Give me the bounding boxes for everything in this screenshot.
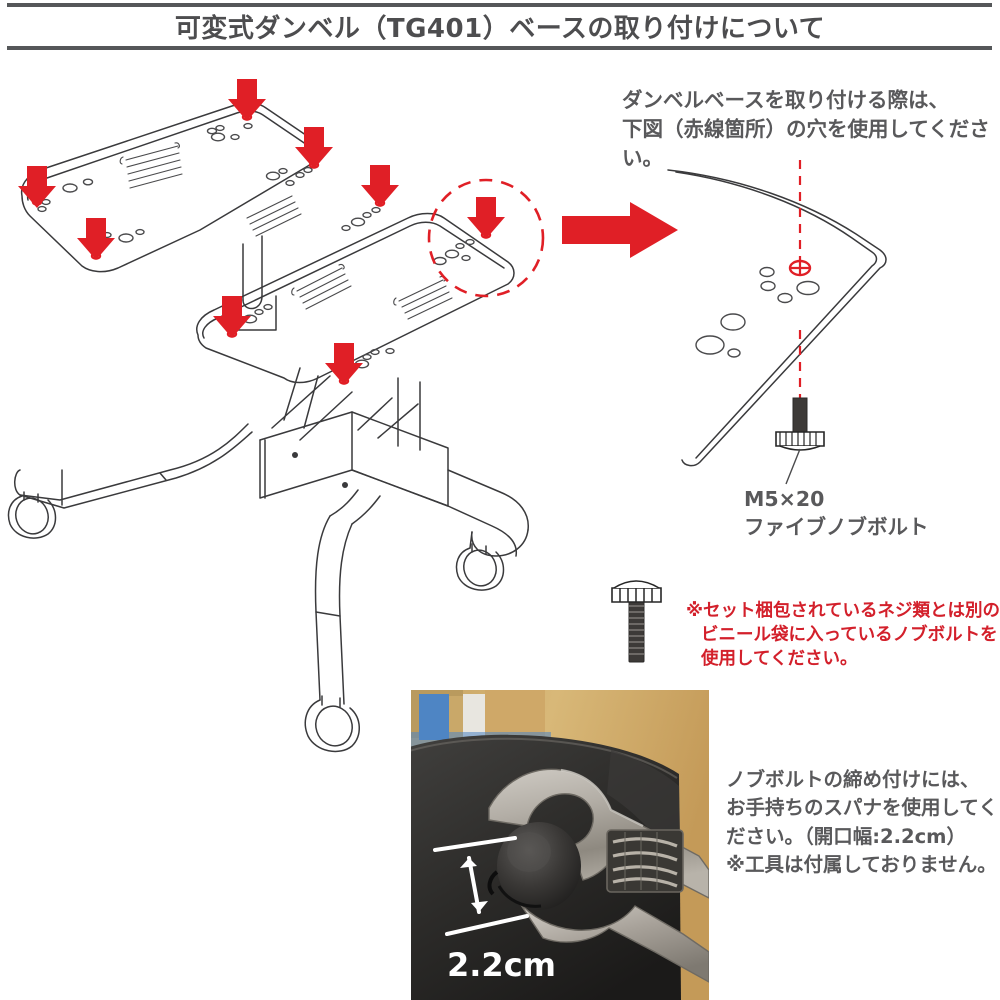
red-down-arrow-icon	[295, 127, 333, 169]
page-title: 可変式ダンベル（TG401）ベースの取り付けについて	[174, 14, 826, 44]
red-down-arrow-icon	[228, 79, 266, 121]
red-dashed-callout-circle	[427, 178, 545, 298]
red-down-arrow-icon	[325, 343, 363, 385]
red-down-arrow-icon	[467, 197, 505, 239]
lower-pad-marked-holes	[226, 199, 492, 385]
knob-bolt-icon	[611, 580, 662, 663]
bolt-spec-label: M5×20 ファイブノブボルト	[744, 487, 929, 539]
wrench-photo: 2.2cm	[411, 690, 709, 1000]
red-down-arrow-icon	[361, 165, 399, 207]
detail-pad-view	[667, 169, 887, 467]
upper-pad-slots	[119, 142, 183, 189]
caster-wheels	[7, 491, 505, 753]
photo-dimension-label: 2.2cm	[447, 946, 556, 984]
red-down-arrow-icon	[18, 166, 56, 208]
upper-pad	[20, 102, 323, 273]
red-down-arrow-icon	[213, 296, 251, 338]
detail-pad-holes	[695, 266, 820, 358]
red-down-arrows	[18, 79, 505, 385]
red-down-arrow-icon	[77, 218, 115, 260]
detail-knob-bolt-icon	[775, 397, 825, 485]
lower-pad	[196, 212, 515, 384]
bag-warning-text: ※セット梱包されているネジ類とは別の ビニール袋に入っているノブボルトを 使用し…	[686, 601, 1000, 669]
title-rule-bottom	[7, 46, 992, 50]
bench-frame	[14, 235, 529, 705]
install-instruction-text: ダンベルベースを取り付ける際は、 下図（赤線箇所）の穴を使用してください。	[622, 88, 990, 171]
red-right-arrow-icon	[562, 202, 678, 258]
title-rule-top	[7, 3, 992, 7]
upper-pad-holes	[37, 122, 313, 245]
wrench-usage-note: ノブボルトの締め付けには、 お手持ちのスパナを使用してく ださい。（開口幅:2.…	[726, 768, 998, 877]
detail-marked-hole	[788, 259, 812, 277]
